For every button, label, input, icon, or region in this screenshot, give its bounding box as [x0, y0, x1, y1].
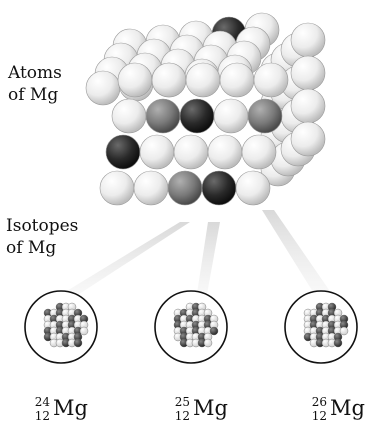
isotope-label-mg24: 24 12 Mg — [28, 395, 108, 429]
connector-beams — [52, 210, 336, 300]
front-atom — [106, 135, 140, 169]
magnesium-diagram — [0, 0, 381, 390]
front-atom — [152, 63, 186, 97]
proton-particle — [204, 339, 212, 347]
nucleus-3 — [285, 291, 357, 363]
front-atom — [220, 63, 254, 97]
neutron-particle — [210, 327, 218, 335]
front-atom — [214, 99, 248, 133]
neutron-particle — [334, 339, 342, 347]
atom-cube — [86, 13, 325, 205]
mass-number: 24 — [28, 395, 50, 409]
atomic-number: 12 — [28, 409, 50, 423]
front-atom — [118, 63, 152, 97]
front-atom — [180, 99, 214, 133]
element-symbol: Mg — [193, 395, 228, 421]
front-atom — [134, 171, 168, 205]
element-symbol: Mg — [53, 395, 88, 421]
isotope-label-mg26: 26 12 Mg — [305, 395, 381, 429]
front-atom — [248, 99, 282, 133]
front-atom — [112, 99, 146, 133]
proton-particle — [340, 327, 348, 335]
front-atom — [208, 135, 242, 169]
front-atom — [174, 135, 208, 169]
atomic-number: 12 — [305, 409, 327, 423]
top-atom — [86, 71, 120, 105]
isotope-nuclei — [25, 291, 357, 363]
front-atom — [146, 99, 180, 133]
front-atom — [236, 171, 270, 205]
side-atom — [291, 56, 325, 90]
proton-particle — [80, 327, 88, 335]
neutron-particle — [74, 339, 82, 347]
element-symbol: Mg — [330, 395, 365, 421]
atomic-number: 12 — [168, 409, 190, 423]
front-atom — [100, 171, 134, 205]
front-atom — [186, 63, 220, 97]
front-atom — [202, 171, 236, 205]
nucleus-1 — [25, 291, 97, 363]
side-atom — [291, 23, 325, 57]
beam-left — [52, 222, 190, 300]
front-atom — [254, 63, 288, 97]
side-atom — [291, 89, 325, 123]
side-atom — [291, 122, 325, 156]
nucleus-2 — [155, 291, 227, 363]
beam-right — [262, 210, 336, 300]
mass-number: 26 — [305, 395, 327, 409]
mass-number: 25 — [168, 395, 190, 409]
beam-middle — [196, 222, 220, 300]
front-atom — [140, 135, 174, 169]
isotope-label-mg25: 25 12 Mg — [168, 395, 248, 429]
front-atom — [168, 171, 202, 205]
front-atom — [242, 135, 276, 169]
